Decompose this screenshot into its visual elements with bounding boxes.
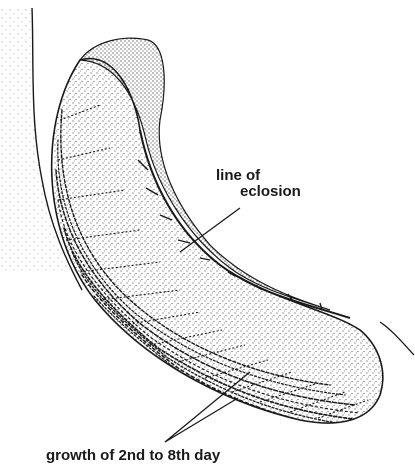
crescent-shell — [52, 59, 383, 423]
label-eclosion-line1: line of — [216, 168, 301, 184]
label-line-of-eclosion: line of eclosion — [216, 168, 301, 200]
label-eclosion-line2: eclosion — [216, 184, 301, 200]
label-growth-2nd-to-8th-day: growth of 2nd to 8th day — [46, 448, 220, 464]
